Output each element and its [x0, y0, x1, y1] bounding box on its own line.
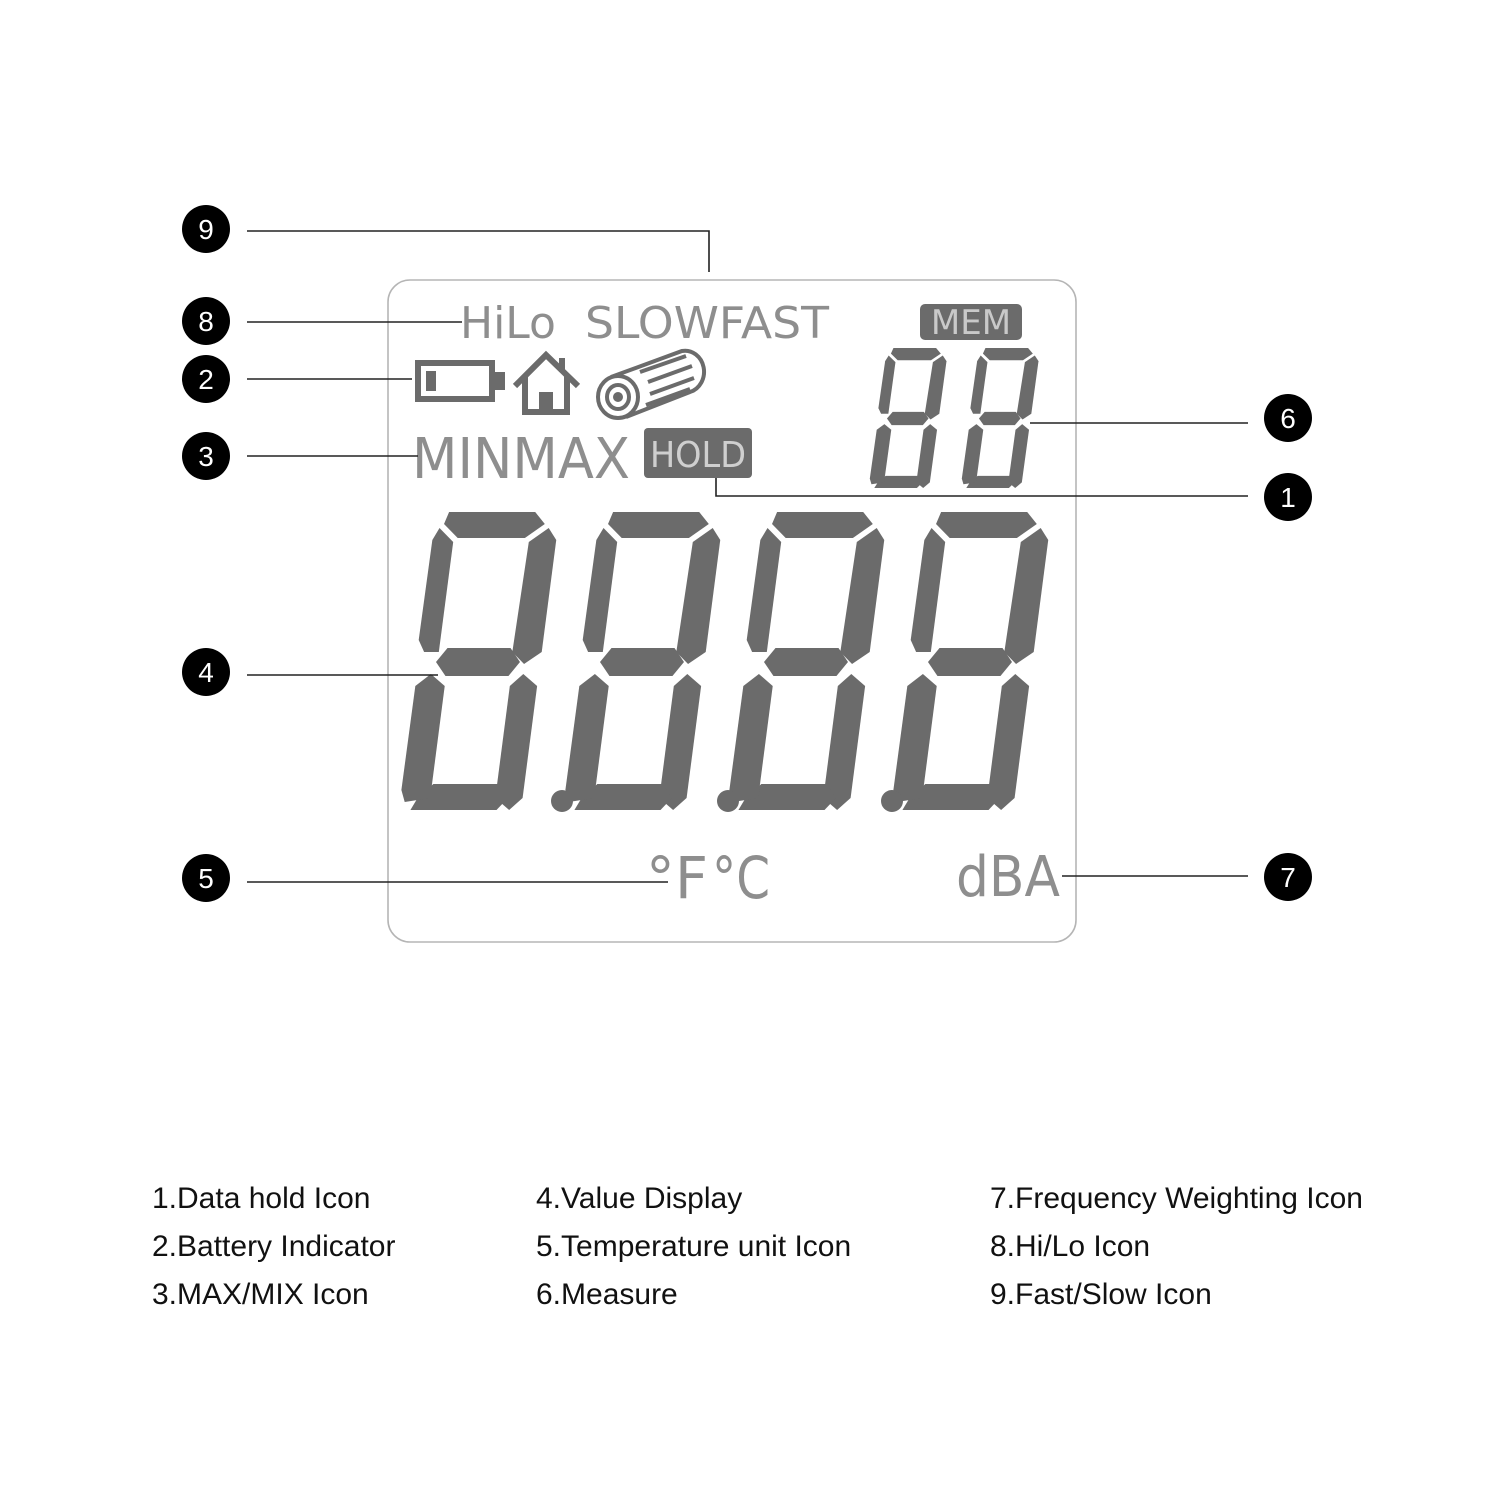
- dba-label: dBA: [956, 845, 1060, 910]
- legend-item: 2.Battery Indicator: [152, 1230, 396, 1263]
- svg-text:9: 9: [198, 214, 214, 245]
- svg-text:1: 1: [1280, 482, 1296, 513]
- legend-column-1: 1.Data hold Icon 2.Battery Indicator 3.M…: [152, 1175, 395, 1319]
- legend-item: 1.Data hold Icon: [152, 1182, 371, 1215]
- svg-text:5: 5: [198, 863, 214, 894]
- callout-9: 9: [182, 205, 230, 253]
- legend-item: 7.Frequency Weighting Icon: [990, 1182, 1363, 1215]
- minmax-label: MINMAX: [412, 427, 630, 492]
- legend-item: 5.Temperature unit Icon: [536, 1230, 852, 1263]
- callout-7: 7: [1264, 853, 1312, 901]
- hold-badge: [644, 428, 752, 478]
- legend: 1.Data hold Icon 2.Battery Indicator 3.M…: [0, 1175, 1500, 1335]
- svg-text:3: 3: [198, 441, 214, 472]
- svg-text:6: 6: [1280, 403, 1296, 434]
- battery-icon: [415, 360, 505, 402]
- leader-1: [715, 478, 1248, 497]
- leader-9: [247, 230, 710, 272]
- legend-item: 9.Fast/Slow Icon: [990, 1278, 1212, 1311]
- callout-3: 3: [182, 432, 230, 480]
- callout-8: 8: [182, 297, 230, 345]
- svg-text:8: 8: [198, 306, 214, 337]
- legend-item: 3.MAX/MIX Icon: [152, 1278, 369, 1311]
- decimal-point-1: [551, 790, 573, 812]
- callout-4: 4: [182, 648, 230, 696]
- hilo-label: HiLo: [460, 298, 556, 349]
- svg-text:4: 4: [198, 657, 214, 688]
- legend-column-3: 7.Frequency Weighting Icon 8.Hi/Lo Icon …: [990, 1175, 1363, 1319]
- house-icon: [512, 350, 581, 415]
- callout-5: 5: [182, 854, 230, 902]
- mem-label: MEM: [931, 303, 1011, 343]
- callout-1: 1: [1264, 473, 1312, 521]
- hold-label: HOLD: [650, 435, 746, 476]
- callout-6: 6: [1264, 394, 1312, 442]
- callout-2: 2: [182, 355, 230, 403]
- mem-badge: [920, 304, 1022, 340]
- decimal-point-2: [717, 790, 739, 812]
- leader-lines: [247, 230, 1248, 883]
- svg-text:2: 2: [198, 364, 214, 395]
- slowfast-label: SLOWFAST: [585, 298, 829, 349]
- legend-item: 4.Value Display: [536, 1182, 743, 1215]
- legend-item: 8.Hi/Lo Icon: [990, 1230, 1151, 1263]
- legend-item: 6.Measure: [536, 1278, 678, 1311]
- temp-f-label: °F: [646, 844, 708, 912]
- temp-c-label: °C: [712, 844, 770, 912]
- cylinder-icon: [596, 348, 706, 420]
- legend-column-2: 4.Value Display 5.Temperature unit Icon …: [536, 1175, 851, 1319]
- decimal-point-3: [881, 790, 903, 812]
- svg-text:7: 7: [1280, 862, 1296, 893]
